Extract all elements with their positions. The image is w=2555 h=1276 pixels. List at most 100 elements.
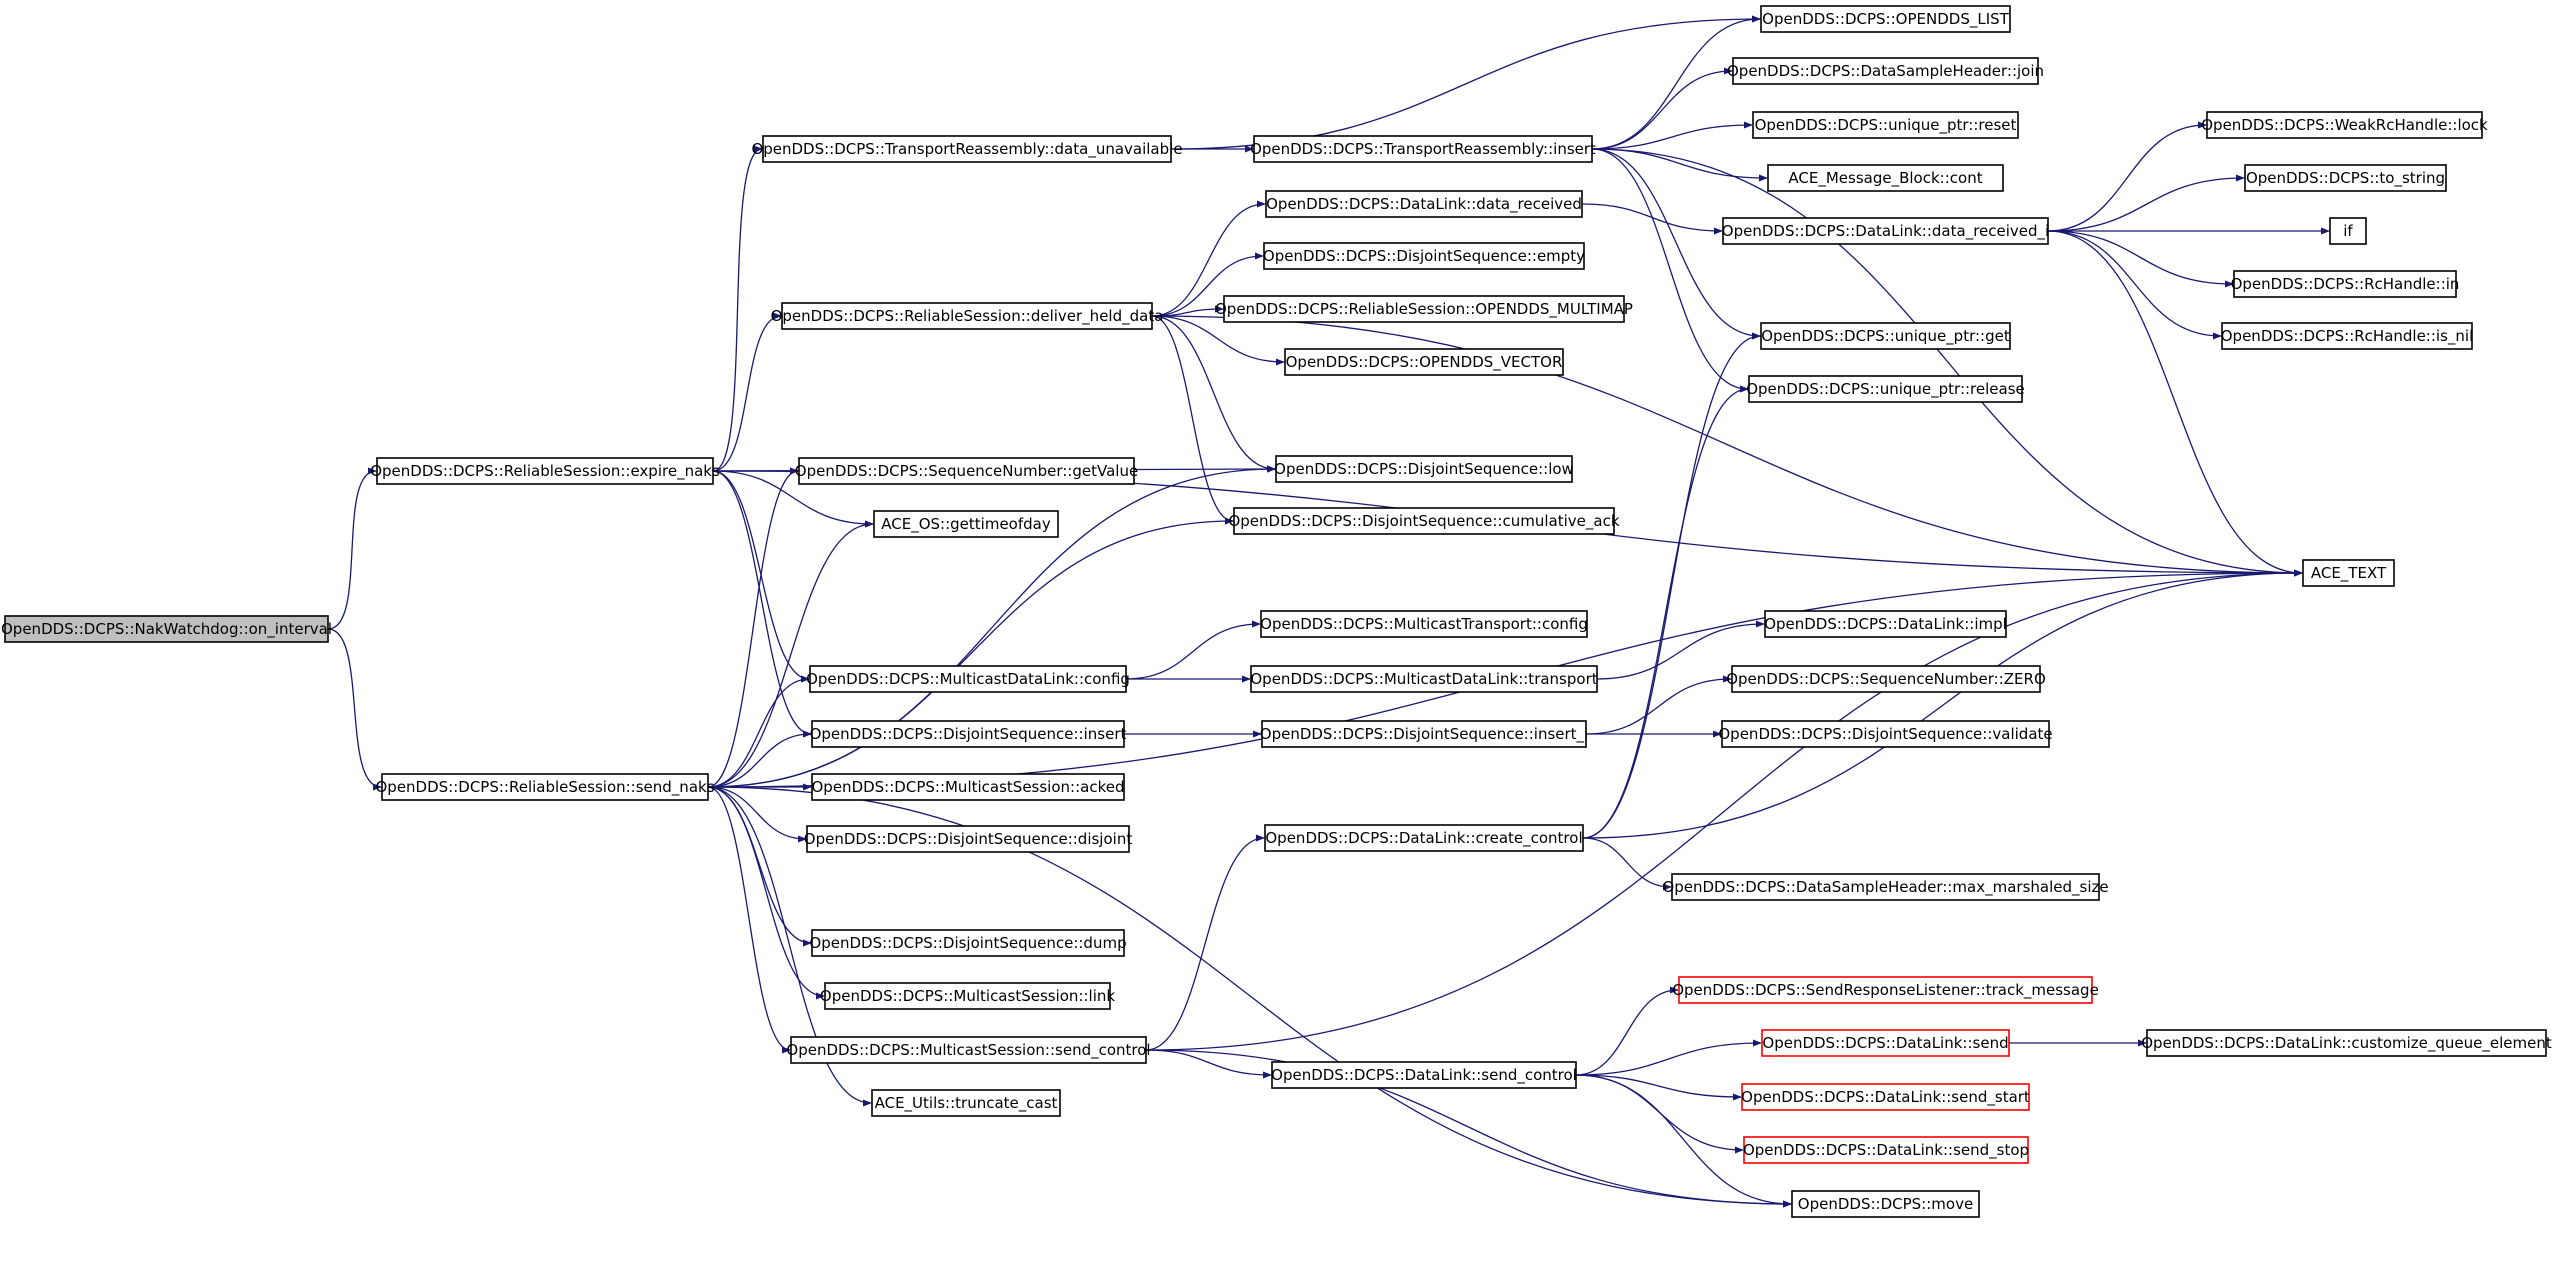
- node-track-message[interactable]: OpenDDS::DCPS::SendResponseListener::tra…: [1672, 976, 2099, 1004]
- node-weak-lock[interactable]: OpenDDS::DCPS::WeakRcHandle::lock: [2201, 111, 2488, 139]
- edge-expire_naks-to-ds_insert: [712, 470, 812, 738]
- edge-expire_naks-to-gettimeofday: [712, 470, 874, 528]
- node-label: ACE_Utils::truncate_cast: [875, 1094, 1058, 1113]
- node-label: OpenDDS::DCPS::DisjointSequence::dump: [809, 934, 1126, 952]
- node-validate[interactable]: OpenDDS::DCPS::DisjointSequence::validat…: [1718, 720, 2053, 748]
- node-move[interactable]: OpenDDS::DCPS::move: [1791, 1190, 1980, 1218]
- edge-deliver_held_data-to-cumulative_ack: [1151, 315, 1234, 525]
- edge-line: [1596, 620, 1765, 680]
- node-label: OpenDDS::DCPS::OPENDDS_LIST: [1762, 10, 2009, 29]
- node-data-received[interactable]: OpenDDS::DCPS::DataLink::data_received: [1265, 190, 1583, 218]
- node-up-release[interactable]: OpenDDS::DCPS::unique_ptr::release: [1746, 375, 2025, 403]
- edge-line: [2047, 174, 2245, 232]
- edge-create_control-to-up_get: [1582, 332, 1761, 839]
- node-dump[interactable]: OpenDDS::DCPS::DisjointSequence::dump: [809, 929, 1127, 957]
- node-box: [1678, 976, 2093, 1004]
- node-gettimeofday[interactable]: ACE_OS::gettimeofday: [873, 510, 1059, 538]
- node-ds-empty[interactable]: OpenDDS::DCPS::DisjointSequence::empty: [1263, 242, 1585, 270]
- node-if[interactable]: if: [2329, 217, 2367, 245]
- node-data-unavailable[interactable]: OpenDDS::DCPS::TransportReassembly::data…: [751, 135, 1183, 163]
- node-mdl-config[interactable]: OpenDDS::DCPS::MulticastDataLink::config: [806, 665, 1130, 693]
- node-label: OpenDDS::DCPS::MulticastTransport::confi…: [1260, 615, 1588, 633]
- edge-tr_insert-to-cont: [1591, 148, 1768, 182]
- edge-line: [707, 786, 807, 843]
- edge-ms_send_control-to-ace_text: [1145, 569, 2303, 1051]
- node-dl-impl[interactable]: OpenDDS::DCPS::DataLink::impl: [1764, 610, 2007, 638]
- node-opendds-list[interactable]: OpenDDS::DCPS::OPENDDS_LIST: [1760, 5, 2011, 33]
- edge-line: [712, 470, 874, 528]
- node-box: [1721, 720, 2050, 748]
- node-link[interactable]: OpenDDS::DCPS::MulticastSession::link: [820, 982, 1115, 1010]
- edge-line: [707, 786, 825, 1000]
- edge-on_interval-to-expire_naks: [327, 467, 377, 630]
- node-deliver-held-data[interactable]: OpenDDS::DCPS::ReliableSession::deliver_…: [771, 302, 1164, 330]
- node-truncate-cast[interactable]: ACE_Utils::truncate_cast: [871, 1089, 1061, 1117]
- node-rc-is-nil[interactable]: OpenDDS::DCPS::RcHandle::is_nil: [2221, 322, 2474, 350]
- node-data-received-i[interactable]: OpenDDS::DCPS::DataLink::data_received_i: [1722, 217, 2049, 245]
- node-rc-in[interactable]: OpenDDS::DCPS::RcHandle::in: [2231, 270, 2460, 298]
- node-label: OpenDDS::DCPS::OPENDDS_VECTOR: [1286, 353, 1563, 372]
- node-mt-config[interactable]: OpenDDS::DCPS::MulticastTransport::confi…: [1260, 610, 1588, 638]
- node-disjoint[interactable]: OpenDDS::DCPS::DisjointSequence::disjoin…: [804, 825, 1133, 853]
- node-up-reset[interactable]: OpenDDS::DCPS::unique_ptr::reset: [1752, 111, 2019, 139]
- node-dl-send[interactable]: OpenDDS::DCPS::DataLink::send: [1761, 1029, 2010, 1057]
- node-label: OpenDDS::DCPS::MulticastDataLink::transp…: [1250, 670, 1597, 688]
- node-create-control[interactable]: OpenDDS::DCPS::DataLink::create_control: [1264, 824, 1584, 852]
- node-ds-insert[interactable]: OpenDDS::DCPS::DisjointSequence::insert: [810, 720, 1127, 748]
- node-ace-text[interactable]: ACE_TEXT: [2302, 559, 2395, 587]
- node-label: ACE_TEXT: [2311, 564, 2387, 583]
- node-label: if: [2343, 222, 2353, 240]
- node-rs-multimap[interactable]: OpenDDS::DCPS::ReliableSession::OPENDDS_…: [1215, 295, 1633, 323]
- edge-line: [707, 786, 872, 1107]
- edge-line: [2047, 121, 2207, 232]
- node-dl-send-control[interactable]: OpenDDS::DCPS::DataLink::send_control: [1271, 1061, 1577, 1089]
- node-label: OpenDDS::DCPS::DisjointSequence::disjoin…: [804, 830, 1133, 848]
- node-label: OpenDDS::DCPS::DataLink::customize_queue…: [2141, 1034, 2552, 1053]
- edge-line: [1145, 834, 1265, 1051]
- edge-send_naks-to-ds_insert: [707, 730, 812, 788]
- edge-data_received-to-data_received_i: [1581, 203, 1723, 235]
- node-vector[interactable]: OpenDDS::DCPS::OPENDDS_VECTOR: [1284, 348, 1564, 376]
- node-send-stop[interactable]: OpenDDS::DCPS::DataLink::send_stop: [1743, 1136, 2029, 1164]
- node-send-start[interactable]: OpenDDS::DCPS::DataLink::send_start: [1741, 1083, 2030, 1111]
- node-expire-naks[interactable]: OpenDDS::DCPS::ReliableSession::expire_n…: [370, 457, 720, 485]
- node-up-get[interactable]: OpenDDS::DCPS::unique_ptr::get: [1760, 322, 2011, 350]
- node-ms-send-control[interactable]: OpenDDS::DCPS::MulticastSession::send_co…: [786, 1036, 1151, 1064]
- node-label: OpenDDS::DCPS::DisjointSequence::empty: [1263, 247, 1585, 265]
- edge-send_naks-to-move: [707, 786, 1792, 1208]
- node-join[interactable]: OpenDDS::DCPS::DataSampleHeader::join: [1727, 57, 2044, 85]
- node-box: [1260, 610, 1588, 638]
- edge-deliver_held_data-to-ds_empty: [1151, 252, 1264, 317]
- node-customize[interactable]: OpenDDS::DCPS::DataLink::customize_queue…: [2141, 1029, 2552, 1057]
- edge-line: [1145, 569, 2303, 1051]
- node-box: [2329, 217, 2367, 245]
- node-to-string[interactable]: OpenDDS::DCPS::to_string: [2244, 164, 2447, 192]
- node-cumulative-ack[interactable]: OpenDDS::DCPS::DisjointSequence::cumulat…: [1228, 507, 1620, 535]
- edge-line: [1591, 148, 1768, 182]
- node-ds-low[interactable]: OpenDDS::DCPS::DisjointSequence::low: [1274, 455, 1574, 483]
- node-box: [2221, 322, 2473, 350]
- node-box: [1250, 665, 1598, 693]
- node-mdl-transport[interactable]: OpenDDS::DCPS::MulticastDataLink::transp…: [1250, 665, 1598, 693]
- node-max-marshaled[interactable]: OpenDDS::DCPS::DataSampleHeader::max_mar…: [1662, 873, 2109, 901]
- edge-line: [1581, 203, 1723, 235]
- node-box: [811, 929, 1125, 957]
- node-zero[interactable]: OpenDDS::DCPS::SequenceNumber::ZERO: [1726, 665, 2046, 693]
- node-tr-insert[interactable]: OpenDDS::DCPS::TransportReassembly::inse…: [1250, 135, 1596, 163]
- node-on-interval[interactable]: OpenDDS::DCPS::NakWatchdog::on_interval: [1, 615, 332, 643]
- node-box: [1741, 1083, 2030, 1111]
- edge-line: [1575, 1074, 1742, 1101]
- node-label: OpenDDS::DCPS::DataLink::data_received_i: [1722, 222, 2049, 241]
- node-cont[interactable]: ACE_Message_Block::cont: [1767, 164, 2004, 192]
- edge-mdl_transport-to-dl_impl: [1596, 620, 1765, 680]
- node-send-naks[interactable]: OpenDDS::DCPS::ReliableSession::send_nak…: [375, 773, 715, 801]
- node-insert-i[interactable]: OpenDDS::DCPS::DisjointSequence::insert_…: [1260, 720, 1588, 748]
- edge-line: [1591, 15, 1761, 150]
- edge-dl_send_control-to-dl_send: [1575, 1039, 1762, 1076]
- node-acked[interactable]: OpenDDS::DCPS::MulticastSession::acked: [811, 773, 1125, 801]
- node-box: [781, 302, 1153, 330]
- edge-line: [707, 786, 1792, 1208]
- node-box: [873, 510, 1059, 538]
- node-box: [1748, 375, 2023, 403]
- node-getValue[interactable]: OpenDDS::DCPS::SequenceNumber::getValue: [795, 457, 1138, 485]
